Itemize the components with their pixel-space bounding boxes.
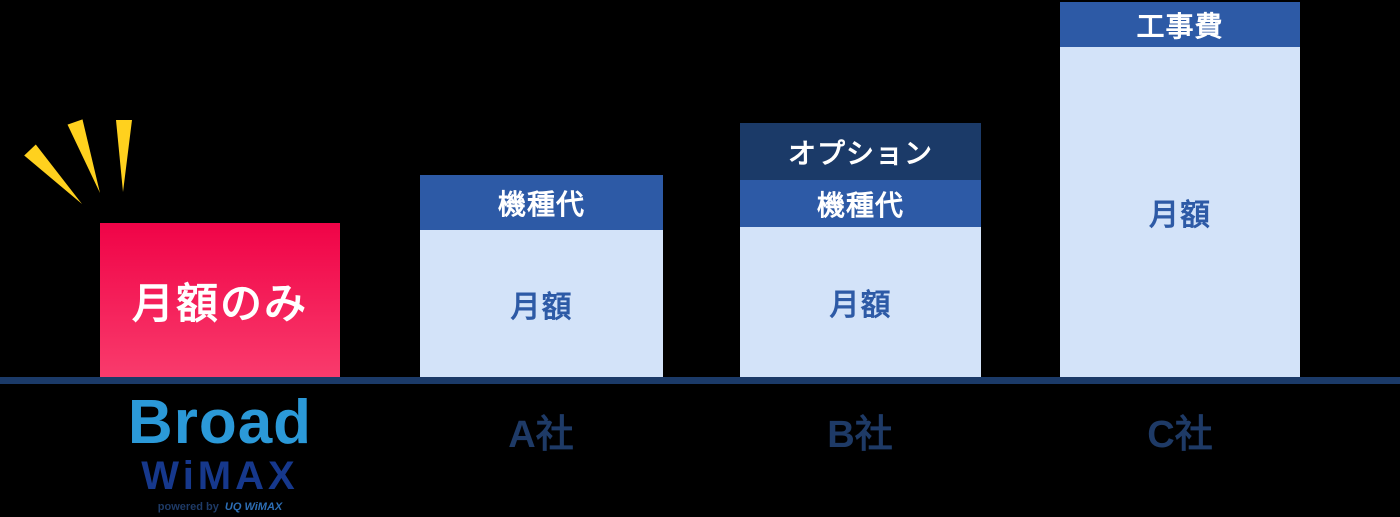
bar-segment-construction-fee: 工事費 xyxy=(1060,2,1300,47)
bar-segment-monthly: 月額 xyxy=(420,230,663,377)
emphasis-sparkle-icon xyxy=(24,119,132,204)
bar-segment-monthly-only: 月額のみ xyxy=(100,223,340,377)
bar-segment-option: オプション xyxy=(740,123,981,180)
x-label-company-c: C社 xyxy=(1147,414,1213,456)
bar-segment-label: 機種代 xyxy=(497,188,585,220)
x-label-company-b: B社 xyxy=(827,414,893,456)
bar-segment-label: オプション xyxy=(787,137,933,169)
bar-segment-label: 機種代 xyxy=(816,189,904,221)
powered-by-text: powered by xyxy=(157,501,219,513)
bar-segment-label: 月額 xyxy=(510,290,573,324)
logo-text-broad: Broad xyxy=(127,388,313,457)
bar-segment-monthly: 月額 xyxy=(1060,47,1300,377)
logo-text-wimax: WiMAX xyxy=(141,454,299,498)
uq-wimax-text: UQ WiMAX xyxy=(224,501,283,513)
bar-segment-label: 月額のみ xyxy=(131,279,308,327)
bar-segment-monthly: 月額 xyxy=(740,227,981,377)
bar-company-a: 機種代 月額 xyxy=(420,175,663,377)
bar-segment-label: 工事費 xyxy=(1136,10,1224,42)
logo-powered-by: powered by UQ WiMAX xyxy=(128,502,312,513)
sparkle-ray-right xyxy=(116,120,132,192)
bar-segment-label: 月額 xyxy=(1149,199,1211,232)
x-label-company-a: A社 xyxy=(508,414,574,456)
bar-segment-label: 月額 xyxy=(829,289,892,322)
sparkle-ray-middle xyxy=(67,119,100,193)
sparkle-ray-left xyxy=(24,144,82,204)
bar-company-c: 工事費 月額 xyxy=(1060,2,1300,377)
bar-broad-wimax: 月額のみ xyxy=(100,223,340,377)
bar-segment-device-cost: 機種代 xyxy=(420,175,663,230)
bar-company-b: オプション 機種代 月額 xyxy=(740,123,981,377)
bar-segment-device-cost: 機種代 xyxy=(740,180,981,227)
baseline-axis xyxy=(0,377,1400,384)
